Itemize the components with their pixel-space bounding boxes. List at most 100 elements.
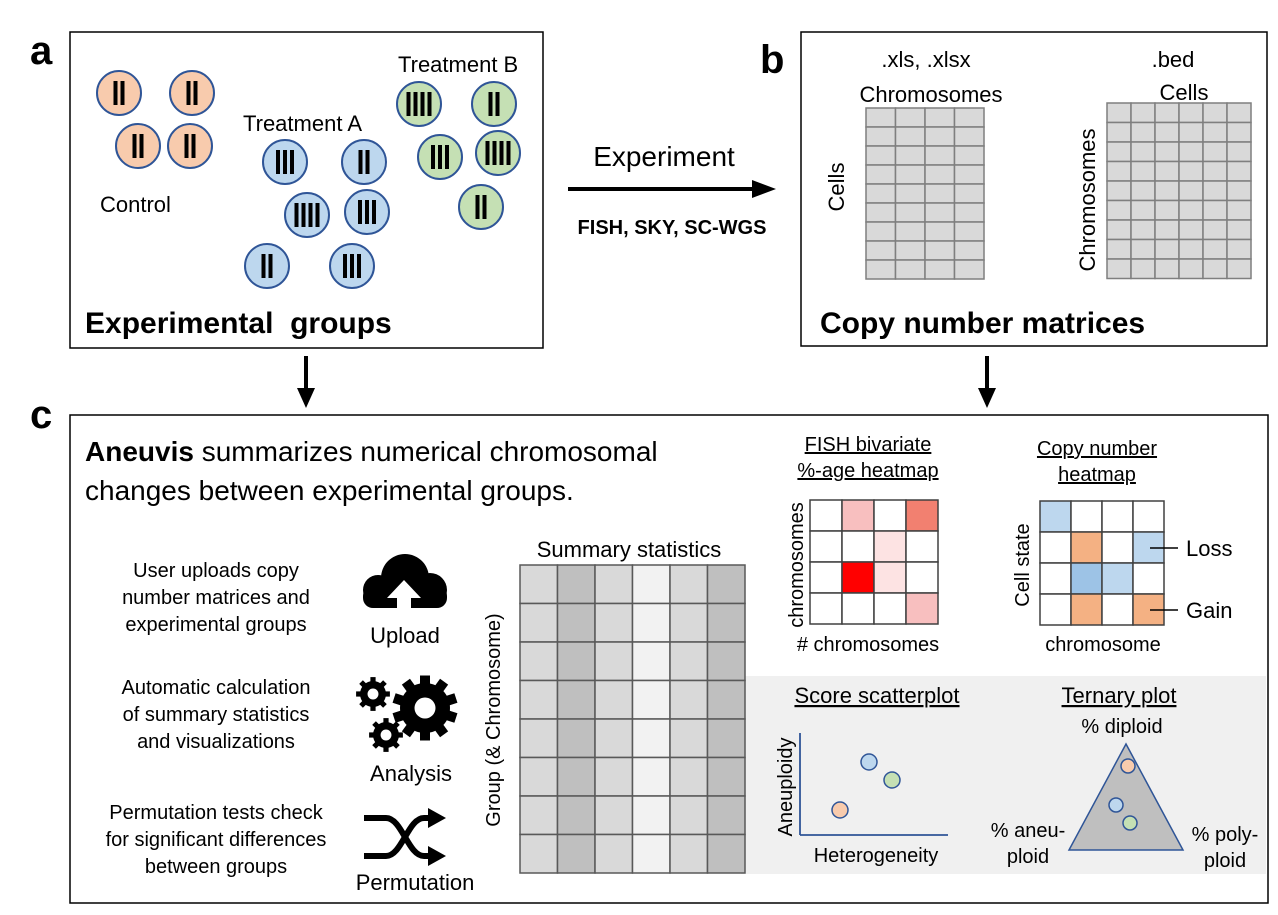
matrix-cell (1130, 141, 1156, 163)
matrix-cell (1106, 238, 1132, 260)
summary-cell (706, 718, 746, 759)
chromosome-bar (268, 254, 273, 278)
matrix-cell (1178, 238, 1204, 260)
scatter-title: Score scatterplot (794, 683, 959, 708)
right-col-label: Cells (1160, 80, 1209, 105)
matrix-cell (865, 221, 897, 242)
matrix-cell (1178, 199, 1204, 221)
heatmap-cell (1070, 500, 1103, 533)
summary-cell (556, 602, 596, 643)
gear-hole (367, 688, 379, 700)
matrix-cell (1130, 219, 1156, 241)
headline-bold: Aneuvis (85, 436, 194, 467)
heatmap-cell (905, 499, 939, 532)
matrix-cell (1154, 238, 1180, 260)
gear-hole (380, 729, 392, 741)
heatmap-cell (841, 499, 875, 532)
matrix-cell (1226, 199, 1252, 221)
heatmap-cell (873, 530, 907, 563)
heatmap-cell (809, 592, 843, 625)
summary-cell (631, 641, 671, 682)
chromosome-bar (350, 254, 354, 278)
heatmap-cell (1039, 531, 1072, 564)
chromosome-bar (506, 141, 511, 165)
matrix-cell (865, 240, 897, 261)
right-row-label: Chromosomes (1075, 128, 1100, 271)
matrix-cell (1154, 180, 1180, 202)
matrix-cell (894, 202, 926, 223)
left-format-label: .xls, .xlsx (881, 47, 970, 72)
summary-cell (594, 602, 634, 643)
heatmap-cell (1132, 562, 1165, 595)
heatmap-cell (1101, 531, 1134, 564)
shuffle-icon (364, 808, 446, 866)
matrix-cell (1106, 180, 1132, 202)
matrix-cell (953, 221, 985, 242)
summary-cell (631, 564, 671, 605)
summary-cell (631, 833, 671, 874)
matrix-cell (1178, 102, 1204, 124)
chromosome-bar (372, 200, 376, 224)
matrix-cell (1178, 141, 1204, 163)
matrix-cell (1178, 121, 1204, 143)
headline-rest: summarizes numerical chromosomal (194, 436, 658, 467)
matrix-cell (1130, 121, 1156, 143)
summary-cell (556, 641, 596, 682)
matrix-cell (953, 259, 985, 280)
matrix-cell (1130, 238, 1156, 260)
matrix-cell (924, 240, 956, 261)
matrix-cell (1130, 160, 1156, 182)
chromosome-bar (261, 254, 266, 278)
panel-a-box (69, 31, 544, 349)
heatmap-cell (1039, 593, 1072, 626)
left-col-label: Chromosomes (859, 82, 1002, 107)
matrix-cell (1202, 258, 1228, 280)
heatmap-cell (905, 561, 939, 594)
fish-title-1: FISH bivariate (805, 434, 932, 456)
cell-icon (284, 192, 330, 238)
cell-icon (475, 130, 521, 176)
summary-cell (594, 641, 634, 682)
summary-cell (594, 795, 634, 836)
matrix-cell (1106, 121, 1132, 143)
gain-label: Gain (1186, 598, 1232, 623)
summary-cell (594, 679, 634, 720)
heatmap-cell (873, 499, 907, 532)
ternary-right-label-2: ploid (1204, 850, 1246, 872)
heatmap-cell (873, 592, 907, 625)
down-arrow-a-head (297, 388, 315, 408)
matrix-cell (924, 202, 956, 223)
matrix-cell (1226, 219, 1252, 241)
heatmap-cell (905, 592, 939, 625)
matrix-cell (924, 221, 956, 242)
matrix-cell (953, 240, 985, 261)
summary-title: Summary statistics (537, 537, 722, 562)
step-text-line: number matrices and (122, 587, 310, 609)
heatmap-cell (841, 592, 875, 625)
ternary-title: Ternary plot (1062, 683, 1177, 708)
summary-cell (556, 756, 596, 797)
matrix-cell (1130, 199, 1156, 221)
heatmap-cell (841, 561, 875, 594)
panel-a-title: Experimental groups (85, 307, 392, 340)
matrix-cell (865, 126, 897, 147)
heatmap-cell (1070, 593, 1103, 626)
summary-cell (706, 602, 746, 643)
matrix-cell (1106, 258, 1132, 280)
matrix-cell (1202, 238, 1228, 260)
headline-line2: changes between experimental groups. (85, 475, 574, 506)
summary-cell (519, 795, 559, 836)
step-text-line: Permutation tests check (109, 802, 323, 824)
heatmap-cell (1101, 500, 1134, 533)
summary-cell (706, 795, 746, 836)
matrix-cell (865, 183, 897, 204)
summary-cell (519, 833, 559, 874)
matrix-cell (1154, 199, 1180, 221)
chromosome-bar (193, 81, 198, 105)
cell-icon (396, 81, 442, 127)
step-text-line: for significant differences (106, 829, 327, 851)
matrix-cell (1226, 238, 1252, 260)
matrix-cell (1202, 160, 1228, 182)
summary-cell (556, 833, 596, 874)
